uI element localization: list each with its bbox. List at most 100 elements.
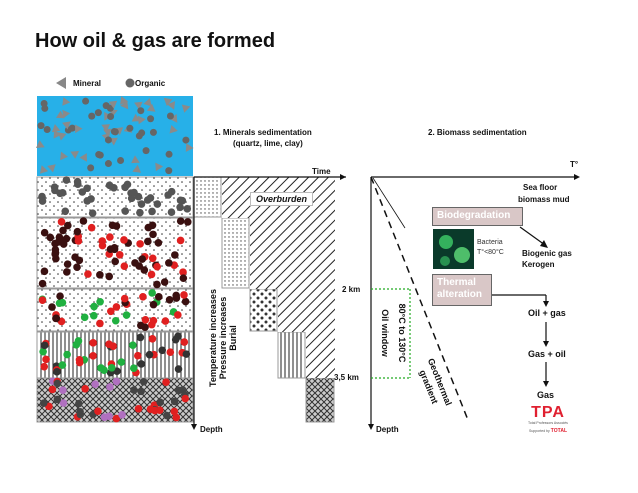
organic-particle xyxy=(174,386,183,395)
organic-particle xyxy=(134,404,143,413)
organic-particle xyxy=(73,263,81,272)
organic-particle xyxy=(79,217,88,225)
mineral-particle xyxy=(169,125,178,134)
temperature-increase-label: Temperature increases xyxy=(208,289,218,387)
organic-particle xyxy=(94,109,102,117)
thermal-label-1: Thermal xyxy=(437,277,476,288)
organic-particle xyxy=(105,272,114,281)
organic-particle xyxy=(96,297,104,306)
organic-particle xyxy=(148,207,156,216)
oil-gas-label: Oil + gas xyxy=(528,308,566,318)
mineral-particle xyxy=(103,128,112,137)
legend-mineral: Mineral xyxy=(73,79,102,88)
mineral-particle xyxy=(169,114,178,123)
organic-particle xyxy=(163,411,171,420)
organic-particle xyxy=(58,361,67,369)
mineral-particle xyxy=(132,164,141,173)
organic-particle xyxy=(61,207,70,216)
organic-particle xyxy=(112,377,121,386)
organic-particle xyxy=(181,297,190,306)
organic-particle xyxy=(57,218,66,226)
legend-organic: Organic xyxy=(135,79,166,88)
step-column-5 xyxy=(305,377,335,423)
organic-particle xyxy=(40,228,49,237)
step-column-2 xyxy=(221,217,250,289)
organic-particle xyxy=(183,205,192,213)
step1-heading: 1. Minerals sedimentation xyxy=(214,128,312,137)
organic-particle xyxy=(59,226,67,235)
organic-particle xyxy=(167,208,176,217)
organic-particle xyxy=(148,254,157,263)
organic-particle xyxy=(88,209,97,218)
organic-particle xyxy=(42,355,50,364)
organic-particle xyxy=(170,407,179,416)
depth-right-label: Depth xyxy=(376,425,399,434)
organic-particle xyxy=(118,411,126,419)
oil-window-label: Oil window xyxy=(380,309,390,357)
pressure-label: Pressure increases xyxy=(218,297,228,380)
organic-particle xyxy=(83,184,91,193)
organic-particle xyxy=(106,245,115,254)
organic-particle xyxy=(63,268,71,276)
organic-particle xyxy=(120,236,128,244)
organic-particle xyxy=(147,115,155,123)
organic-particle xyxy=(137,107,145,115)
mineral-particle xyxy=(62,109,71,119)
organic-particle xyxy=(88,112,96,120)
organic-particle xyxy=(108,221,117,230)
organic-particle xyxy=(133,351,142,360)
organic-particle xyxy=(107,112,115,120)
organic-particle xyxy=(181,394,190,403)
mineral-particle xyxy=(185,143,194,152)
organic-particle xyxy=(111,128,119,136)
organic-particle xyxy=(96,271,104,279)
organic-particle xyxy=(179,274,188,282)
biogenic-gas-label: Biogenic gas xyxy=(522,249,572,258)
mineral-particle xyxy=(79,153,87,162)
mineral-particle xyxy=(155,162,164,172)
organic-particle xyxy=(126,124,134,132)
bacteria-label: Bacteria xyxy=(477,239,503,246)
organic-particle xyxy=(74,237,83,245)
step-column-1 xyxy=(193,176,222,218)
organic-particle xyxy=(137,321,145,330)
mineral-legend-icon xyxy=(56,77,66,89)
organic-particle xyxy=(37,122,45,130)
organic-particle xyxy=(183,218,192,226)
organic-particle xyxy=(105,340,113,348)
organic-particle xyxy=(64,221,72,230)
organic-particle xyxy=(141,315,150,324)
logo-text: TPA xyxy=(531,404,565,421)
organic-particle xyxy=(40,362,49,371)
depth-2km-label: 2 km xyxy=(342,285,361,294)
organic-particle xyxy=(165,150,173,158)
organic-particle xyxy=(180,338,189,346)
organic-particle xyxy=(51,186,59,195)
sea-particles xyxy=(36,96,194,175)
mineral-particle xyxy=(60,151,68,161)
bacteria-image xyxy=(433,229,474,269)
organic-particle xyxy=(111,316,120,325)
organic-particle xyxy=(59,399,68,407)
organic-particle xyxy=(53,379,62,388)
organic-particle xyxy=(62,234,71,243)
depth-35km-label: 3,5 km xyxy=(334,373,359,382)
organic-particle xyxy=(161,317,170,325)
organic-particle xyxy=(104,136,112,144)
mineral-particle xyxy=(75,124,83,134)
organic-particle xyxy=(171,335,180,344)
mineral-particle xyxy=(163,97,173,107)
mineral-particle xyxy=(167,101,176,110)
organic-particle xyxy=(180,291,188,299)
organic-particle xyxy=(149,230,157,239)
organic-particle xyxy=(166,348,175,356)
thin-gradient-line xyxy=(372,177,406,229)
organic-particle xyxy=(176,196,185,205)
organic-particle xyxy=(140,266,149,274)
organic-particle xyxy=(147,270,156,279)
depth-left-label: Depth xyxy=(200,425,223,434)
temperature-axis-label: T° xyxy=(570,160,579,169)
organic-particle xyxy=(148,289,156,297)
organic-particle xyxy=(48,303,56,311)
